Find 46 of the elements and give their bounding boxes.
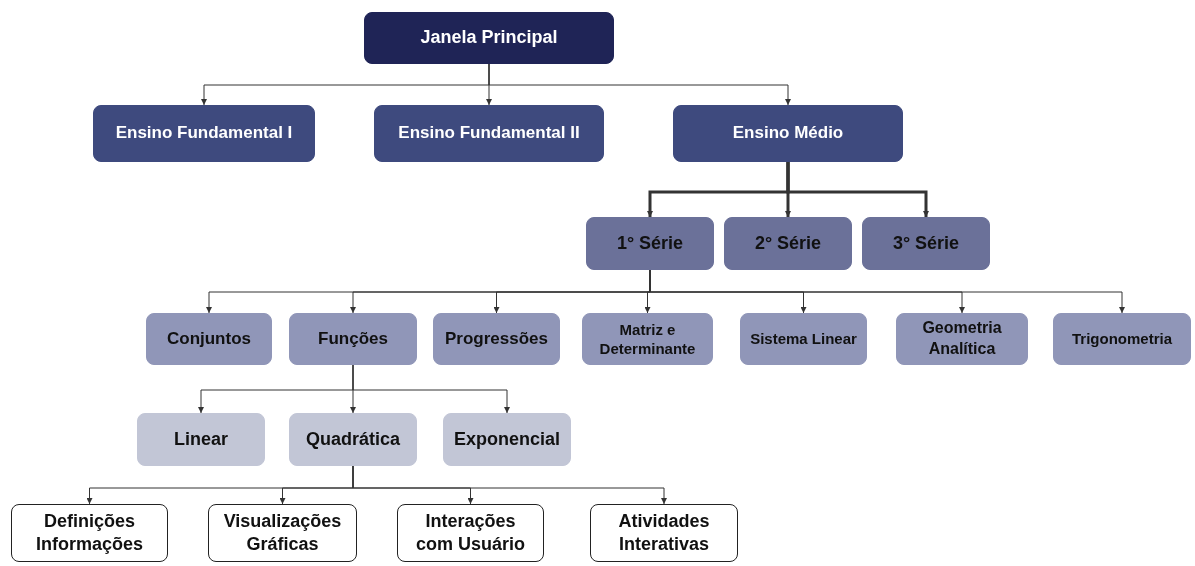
category-box	[1053, 313, 1191, 365]
connector-arrow	[352, 364, 510, 414]
category-box	[586, 217, 714, 270]
box-label: Janela Principal	[420, 26, 558, 50]
box-label: Interações com Usuário	[415, 509, 526, 556]
category-box	[364, 12, 614, 64]
category-box	[582, 313, 713, 365]
box-label: 2° Série	[754, 231, 822, 255]
box-label: 1° Série	[616, 231, 684, 255]
category-box	[93, 105, 315, 162]
category-box	[374, 105, 604, 162]
category-box	[11, 504, 168, 562]
box-label: Sistema Linear	[750, 329, 857, 349]
category-box	[673, 105, 903, 162]
box-label: Progressões	[445, 327, 548, 350]
box-label: Visualizações Gráficas	[223, 509, 342, 556]
box-label: Ensino Fundamental II	[398, 122, 580, 145]
box-label: 3° Série	[892, 231, 960, 255]
connector-arrow	[786, 162, 929, 217]
box-label: Atividades Interativas	[617, 509, 711, 556]
box-label: Trigonometria	[1072, 329, 1172, 349]
category-box	[896, 313, 1028, 365]
box-label: Linear	[174, 427, 228, 451]
category-box	[146, 313, 272, 365]
category-box	[590, 504, 738, 562]
box-label: Matriz e Determinante	[598, 319, 697, 359]
connector-arrow	[488, 63, 791, 106]
category-box	[433, 313, 560, 365]
box-label: Geometria Analítica	[921, 318, 1003, 359]
box-label: Ensino Médio	[732, 122, 844, 145]
category-box	[740, 313, 867, 365]
category-box	[397, 504, 544, 562]
category-box	[289, 313, 417, 365]
category-box	[862, 217, 990, 270]
box-label: Exponencial	[454, 427, 560, 451]
box-label: Quadrática	[305, 427, 400, 451]
category-box	[443, 413, 571, 466]
box-label: Conjuntos	[166, 327, 251, 350]
box-label: Ensino Fundamental I	[115, 122, 293, 145]
box-label: Funções	[318, 327, 388, 350]
category-box	[137, 413, 265, 466]
category-box	[724, 217, 852, 270]
category-box	[289, 413, 417, 466]
category-box	[208, 504, 357, 562]
box-label: Definições Informações	[34, 509, 144, 556]
connector-arrow	[352, 465, 667, 505]
